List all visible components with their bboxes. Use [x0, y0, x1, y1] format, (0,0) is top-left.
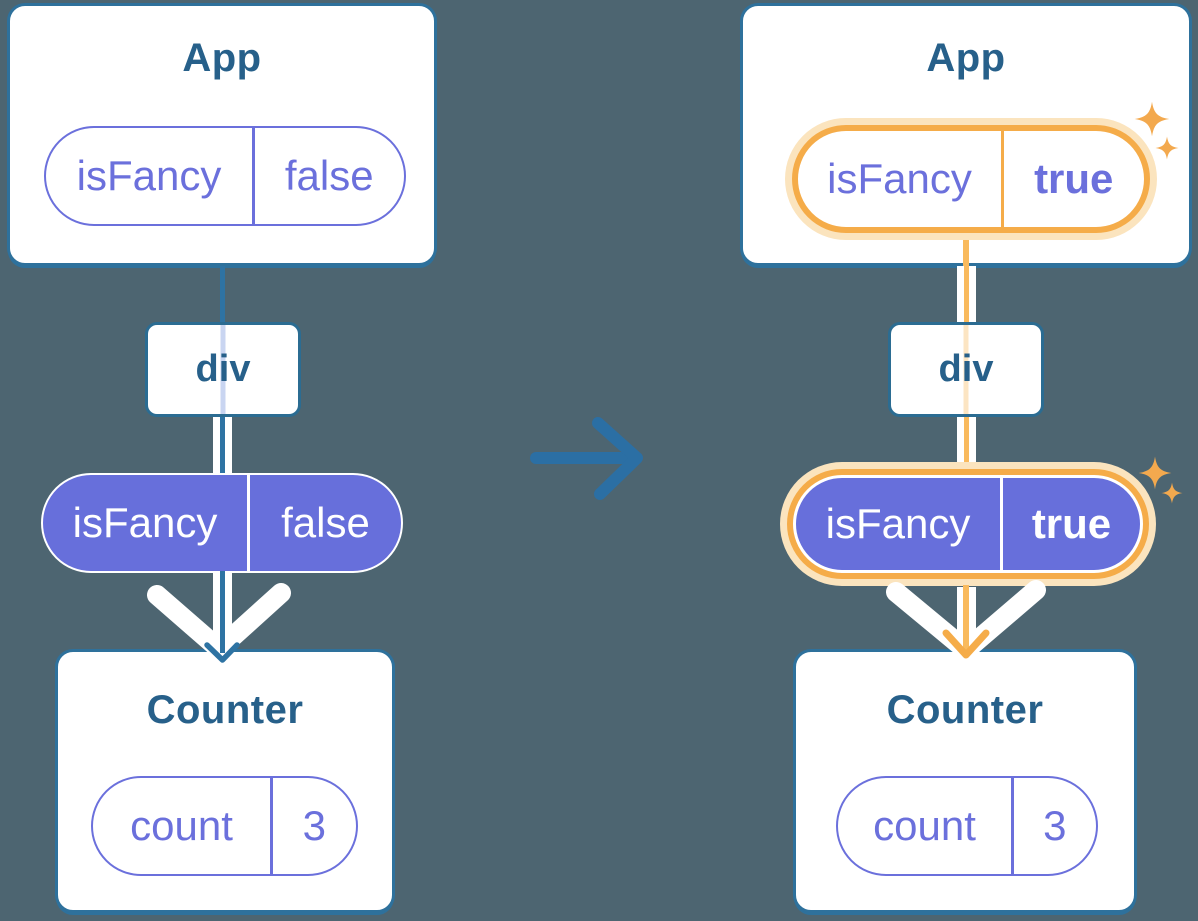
sparkle-icon: [1155, 136, 1179, 160]
pipe-center: [220, 417, 225, 473]
pipe-stripe: [225, 572, 232, 646]
component-title: Counter: [146, 688, 304, 732]
component-title: Counter: [886, 688, 1044, 732]
prop-pill-app-after: isFancy true: [792, 125, 1150, 233]
connector-line: [220, 266, 225, 323]
state-pill-after: count 3: [836, 776, 1098, 876]
state-pill-before: count 3: [91, 776, 358, 876]
down-arrow-orange-icon: [886, 580, 1046, 660]
pill-divider: [1000, 478, 1003, 570]
connector-line-orange: [963, 236, 969, 266]
pill-divider: [247, 475, 250, 571]
pipe-stripe: [225, 417, 232, 473]
pill-divider: [252, 128, 255, 224]
prop-flow-pipe: [213, 417, 232, 473]
pipe-center: [964, 417, 969, 463]
prop-value: false: [284, 152, 374, 199]
pass-through-stripe: [220, 325, 226, 414]
pipe-stripe: [213, 572, 220, 646]
prop-value: true: [1034, 155, 1114, 202]
state-name: count: [130, 802, 233, 849]
right-arrow-icon: [530, 417, 643, 500]
white-chevron-icon: [147, 583, 291, 659]
prop-pill-app-before: isFancy false: [44, 126, 406, 226]
prop-name: isFancy: [825, 500, 971, 547]
pill-divider: [1011, 778, 1014, 874]
pass-through-stripe: [963, 325, 969, 414]
sparkle-icon: [1161, 482, 1183, 504]
pill-divider: [270, 778, 273, 874]
prop-flow-pipe: [957, 417, 976, 463]
prop-name: isFancy: [827, 155, 972, 202]
counter-card-after: Counter count 3: [793, 649, 1137, 913]
pipe-stripe: [969, 266, 976, 323]
prop-value: true: [1031, 500, 1112, 547]
sparkle-icon: [1138, 456, 1172, 490]
state-value: 3: [302, 802, 326, 849]
pipe-stripe: [213, 417, 220, 473]
div-node-after: div: [888, 322, 1044, 417]
pipe-stripe: [957, 266, 964, 323]
counter-card-before: Counter count 3: [55, 649, 395, 913]
prop-name: isFancy: [72, 499, 218, 546]
app-card-before: App isFancy false: [7, 3, 437, 266]
state-name: count: [873, 802, 976, 849]
state-value: 3: [1043, 802, 1067, 849]
prop-pill-passed-before: isFancy false: [41, 473, 403, 573]
prop-name: isFancy: [76, 152, 222, 199]
sparkle-icon: [1134, 101, 1170, 137]
component-title: App: [926, 36, 1006, 80]
pipe-stripe: [969, 587, 976, 646]
pipe-center: [964, 266, 969, 323]
down-arrow-blue-icon: [147, 571, 291, 663]
pipe-stripe: [957, 417, 964, 463]
div-node-before: div: [145, 322, 301, 417]
pipe-stripe: [957, 587, 964, 646]
prop-flow-pipe: [957, 266, 976, 323]
app-card-after: App isFancy true: [740, 3, 1192, 266]
pipe-stripe: [969, 417, 976, 463]
component-title: App: [182, 36, 262, 80]
pill-divider: [1001, 131, 1004, 227]
node-label: div: [938, 348, 994, 390]
prop-value: false: [281, 499, 370, 546]
node-label: div: [195, 348, 251, 390]
prop-pill-passed-after: isFancy true: [793, 475, 1143, 573]
